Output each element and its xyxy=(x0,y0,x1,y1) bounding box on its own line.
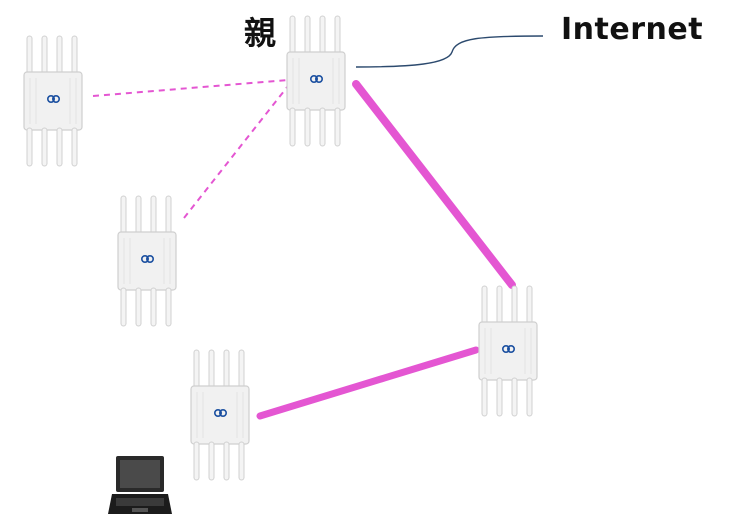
internet-cable xyxy=(355,35,544,68)
laptop-icon xyxy=(108,456,172,514)
access-point-right xyxy=(478,285,538,417)
access-point-parent xyxy=(286,15,346,147)
link-parent-left-middle xyxy=(183,85,289,219)
link-parent-left-top xyxy=(92,79,289,97)
access-point-left-top xyxy=(23,35,83,167)
internet-label: Internet xyxy=(561,12,704,47)
parent-label: 親 xyxy=(244,14,277,52)
link-parent-right xyxy=(352,80,516,289)
access-point-bottom xyxy=(190,349,250,481)
access-point-left-middle xyxy=(117,195,177,327)
link-right-bottom xyxy=(256,346,480,420)
